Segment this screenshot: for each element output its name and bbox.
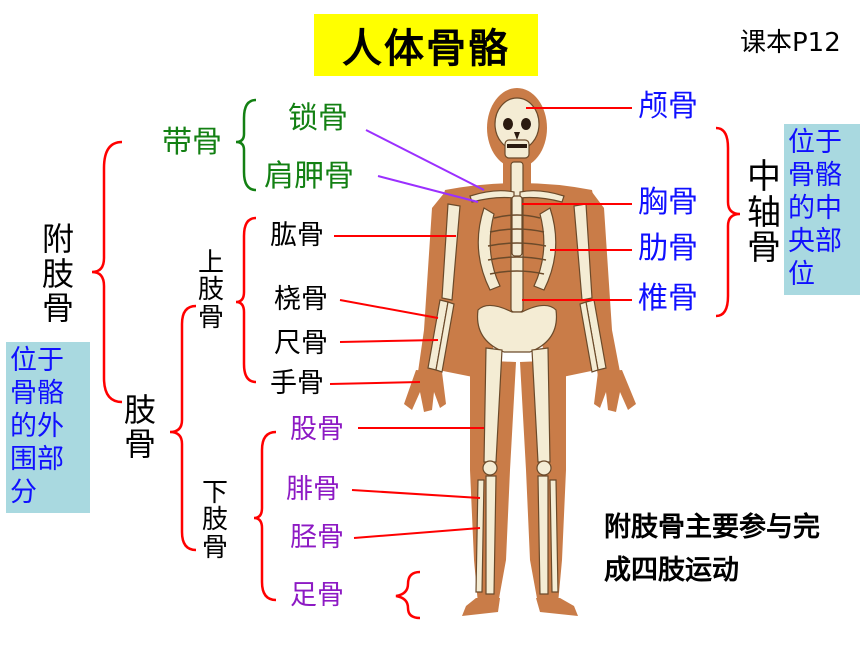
humerus-label: 肱骨 [270,220,324,251]
fibula-label: 腓骨 [286,474,340,505]
lower-limb-label: 下肢骨 [201,478,228,563]
sternum-label: 胸骨 [638,185,698,220]
tibia-label: 胫骨 [290,522,344,553]
scapula-label: 肩胛骨 [264,159,354,194]
rib-label: 肋骨 [638,231,698,266]
axial-description-box: 位于骨骼的中央部位 [784,124,860,295]
femur-label: 股骨 [290,414,344,445]
upper-limb-label: 上肢骨 [197,248,224,333]
limb-bones-label: 肢骨 [123,391,156,463]
foot-bones-label: 足骨 [290,580,344,611]
ulna-label: 尺骨 [274,328,328,359]
textbook-reference: 课本P12 [740,28,841,58]
vertebra-label: 椎骨 [638,281,698,316]
girdle-bones-label: 带骨 [162,125,222,160]
appendicular-function-note: 附肢骨主要参与完成四肢运动 [604,512,820,587]
radius-label: 桡骨 [274,284,328,315]
hand-bones-label: 手骨 [270,368,324,399]
appendicular-skeleton-label: 附肢骨 [41,220,74,328]
appendicular-description-box: 位于骨骼的外围部分 [6,342,90,513]
page-title: 人体骨骼 [342,26,510,72]
skull-label: 颅骨 [638,89,698,124]
title-banner: 人体骨骼 [314,14,538,76]
clavicle-label: 锁骨 [288,101,348,136]
axial-skeleton-label: 中轴骨 [747,157,781,269]
